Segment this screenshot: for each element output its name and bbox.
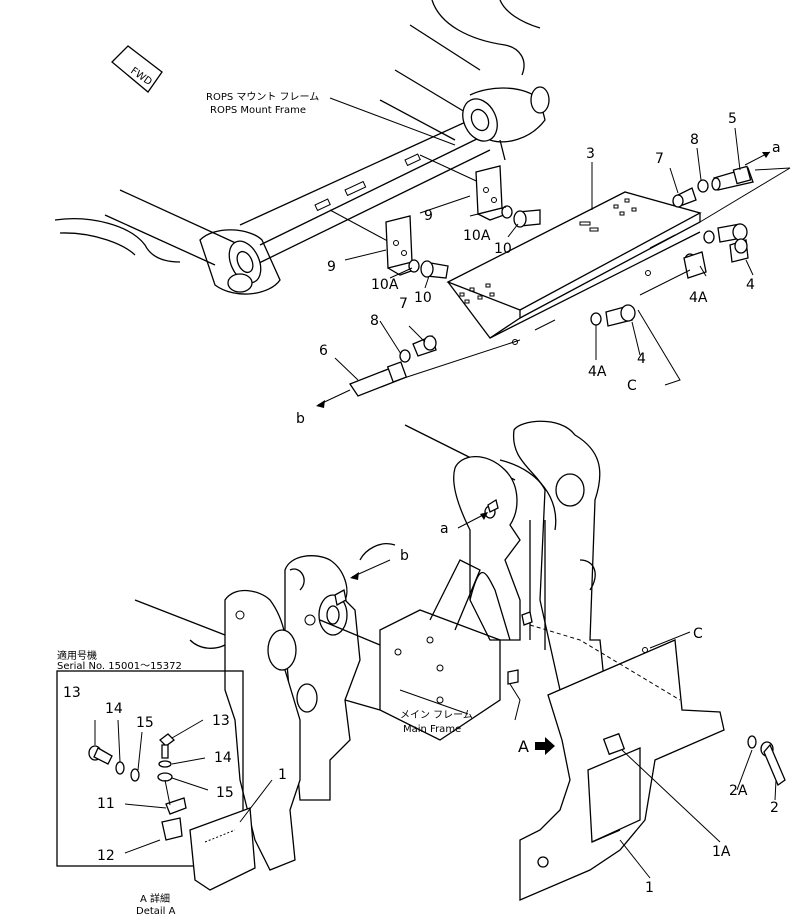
part-label-9-left: 9	[327, 259, 336, 275]
bracket-9-right	[475, 165, 505, 221]
arrow-a-upper	[744, 151, 771, 166]
serial-en: Serial No. 15001～15372	[57, 661, 182, 672]
part-label-4-right: 4	[746, 277, 755, 293]
arrow-b-upper	[316, 389, 351, 408]
part-label-10-left: 10	[414, 290, 432, 306]
bolts-4-right	[683, 223, 749, 279]
arrow-label-b-lower: b	[400, 548, 409, 564]
detail-a-inset	[56, 670, 273, 891]
bracket-12	[161, 817, 183, 841]
part-label-13-right: 13	[212, 713, 230, 729]
fwd-direction-tag: FWD	[111, 45, 163, 93]
part-label-14-left: 14	[105, 701, 123, 717]
washer-14-right	[158, 760, 172, 768]
washer-14-left	[115, 761, 125, 775]
bolt-13-right	[159, 733, 175, 759]
part-label-7-lower: 7	[399, 296, 408, 312]
leader-C-lower	[649, 631, 691, 649]
part-label-6: 6	[319, 343, 328, 359]
arrow-b-lower	[350, 559, 391, 580]
plate-3	[446, 191, 702, 345]
part-label-11: 11	[97, 796, 115, 812]
upper-leader-lines	[329, 97, 791, 386]
arrow-label-c-upper: C	[627, 378, 637, 394]
arrow-label-a-lower: a	[440, 521, 449, 537]
main-frame-jp: メイン フレーム	[400, 709, 473, 721]
part-label-2: 2	[770, 800, 779, 816]
washer-8-lower	[399, 349, 411, 363]
part-label-2A: 2A	[729, 783, 748, 799]
part-label-4A-right: 4A	[689, 290, 708, 306]
part-label-12: 12	[97, 848, 115, 864]
bracket-11	[165, 797, 187, 815]
bolt-4-lower	[590, 304, 636, 327]
bolt-10-right	[501, 205, 541, 228]
washer-15-left	[130, 768, 140, 782]
part-label-1-detail: 1	[278, 767, 287, 783]
part-label-10A-left: 10A	[371, 277, 399, 293]
main-frame-en: Main Frame	[403, 724, 461, 735]
main-frame-drawing	[134, 420, 606, 871]
rops-frame-en: ROPS Mount Frame	[210, 105, 306, 116]
part-label-4-lower: 4	[637, 351, 646, 367]
bolt-13-left	[88, 745, 113, 765]
part-label-15-left: 15	[136, 715, 154, 731]
part-label-10-right: 10	[494, 241, 512, 257]
arrow-label-A: A	[518, 737, 529, 756]
part-label-9-right: 9	[424, 208, 433, 224]
part-label-5: 5	[728, 111, 737, 127]
arrow-label-a-upper: a	[772, 140, 781, 156]
part-label-15-right: 15	[216, 785, 234, 801]
cover-plate-1	[519, 624, 725, 901]
cover-detail-1	[189, 807, 256, 891]
part-label-1A: 1A	[712, 844, 731, 860]
washer-8-upper	[697, 179, 709, 193]
part-label-3: 3	[586, 146, 595, 162]
detail-a-jp: A 詳細	[140, 892, 170, 905]
pin-5	[711, 165, 754, 191]
washer-2A	[747, 735, 757, 749]
part-label-7-upper: 7	[655, 151, 664, 167]
part-label-8-upper: 8	[690, 132, 699, 148]
part-label-8-lower: 8	[370, 313, 379, 329]
part-label-4A-lower: 4A	[588, 364, 607, 380]
arrow-label-b-upper: b	[296, 411, 305, 427]
rops-frame-jp: ROPS マウント フレーム	[206, 91, 319, 103]
serial-jp: 適用号機	[57, 649, 97, 662]
bolt-7-upper	[672, 187, 697, 208]
part-label-1: 1	[645, 880, 654, 896]
part-label-14-right: 14	[214, 750, 232, 766]
arrow-a-lower	[457, 512, 488, 529]
lower-leader-lines	[399, 689, 777, 879]
washer-15-right	[157, 772, 173, 782]
pin-6	[349, 361, 408, 397]
bolt-7-lower	[412, 335, 437, 357]
rops-mount-frame-drawing	[54, 0, 550, 295]
part-label-10A-right: 10A	[463, 228, 491, 244]
bracket-9-left	[385, 215, 415, 276]
arrow-A-marker	[535, 737, 555, 755]
detail-a-en: Detail A	[136, 906, 176, 916]
arrow-label-c-lower: C	[693, 626, 703, 642]
bolt-10-left	[408, 259, 449, 279]
part-label-13-left: 13	[63, 685, 81, 701]
bolt-2	[760, 741, 786, 787]
